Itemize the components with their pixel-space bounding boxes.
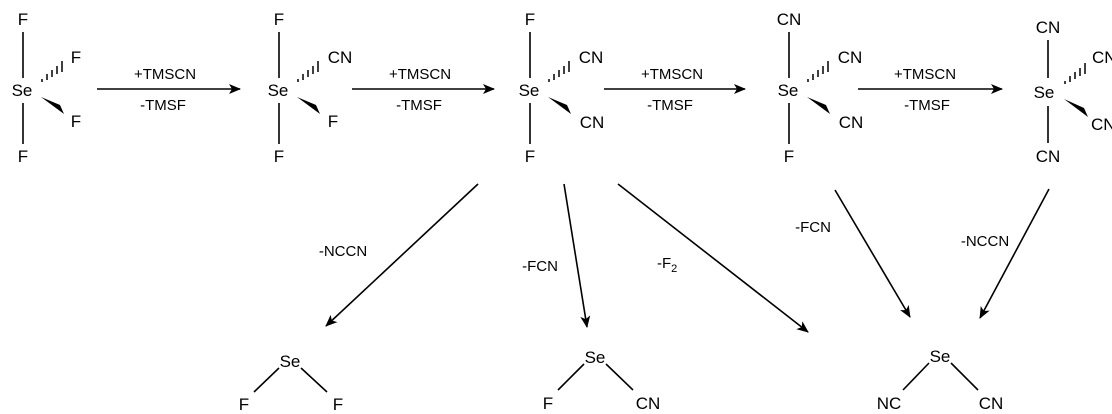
elimination-arrow-fcn-to-sefcn: -FCN [522,183,591,328]
atom-cn-hashed: CN [838,48,863,67]
solid-wedge-bond [548,97,571,114]
elimination-arrow-f2-to-secn2: -F2 [617,183,809,333]
elimination-arrow-nccn-to-sef2: -NCCN [319,183,479,327]
elimination-label: -NCCN [319,243,367,260]
bond [950,362,979,391]
solid-wedge-bond [1064,99,1088,117]
bond [253,367,280,393]
molecule-sefcn3: CN Se F CN CN [777,10,864,166]
hashed-wedge-bond [807,61,829,82]
elimination-label-subscript: 2 [671,263,677,275]
step-byproduct: -TMSF [396,97,442,114]
elimination-label: -F2 [657,255,677,275]
elimination-label: -NCCN [961,233,1009,250]
atom-f-left: F [239,395,249,414]
atom-cn-right: CN [636,394,661,413]
atom-f-wedge: F [71,112,81,131]
atom-se: Se [930,347,951,366]
atom-cn-hashed: CN [328,48,353,67]
hashed-wedge-bond [297,61,319,82]
atom-cn-wedge: CN [839,113,864,132]
atom-cn-hashed: CN [579,48,604,67]
atom-f-left: F [543,394,553,413]
atom-cn-right: CN [979,394,1004,413]
atom-se: Se [1034,83,1055,102]
solid-wedge-bond [297,97,320,114]
step-arrow-1: +TMSCN -TMSF [97,66,241,114]
hashed-wedge-bond [1064,63,1086,84]
atom-se: Se [585,348,606,367]
bond [902,362,930,391]
molecule-sef3cn: F Se F CN F [268,10,353,166]
step-arrow-4: +TMSCN -TMSF [858,66,1003,114]
atom-se: Se [12,81,33,100]
atom-f-hashed: F [71,48,81,67]
elimination-arrow-fcn-to-secn2: -FCN [795,189,911,318]
atom-f-bottom: F [525,147,535,166]
atom-f-bottom: F [274,147,284,166]
step-reagent: +TMSCN [894,66,956,83]
hashed-wedge-bond [41,61,63,82]
atom-cn-top: CN [777,10,802,29]
atom-cn-wedge: CN [580,113,605,132]
product-sef2: Se F F [239,352,343,414]
atom-cn-hashed: CN [1092,48,1112,67]
step-reagent: +TMSCN [389,66,451,83]
bond [557,363,585,391]
molecule-sef2cn2: F Se F CN CN [519,10,605,166]
atom-se: Se [268,81,289,100]
step-arrow-3: +TMSCN -TMSF [604,66,746,114]
bond [605,363,634,391]
atom-f-top: F [18,10,28,29]
step-arrow-2: +TMSCN -TMSF [352,66,495,114]
atom-f-right: F [333,395,343,414]
step-reagent: +TMSCN [641,66,703,83]
elimination-label-main: -F [657,255,671,272]
atom-cn-top: CN [1036,18,1061,37]
solid-wedge-bond [41,97,64,114]
atom-cn-bottom: CN [1036,147,1061,166]
step-byproduct: -TMSF [647,97,693,114]
atom-f-top: F [274,10,284,29]
atom-se: Se [280,352,301,371]
solid-wedge-bond [807,97,830,114]
atom-se: Se [778,81,799,100]
atom-f-wedge: F [328,112,338,131]
molecule-sef4: F Se F F F [12,10,82,166]
step-byproduct: -TMSF [140,97,186,114]
hashed-wedge-bond [548,61,570,82]
atom-f-bottom: F [784,147,794,166]
atom-se: Se [519,81,540,100]
product-secn2: Se NC CN [877,347,1004,413]
atom-nc-left: NC [877,394,902,413]
atom-f-bottom: F [18,147,28,166]
bond [300,367,328,393]
atom-cn-wedge: CN [1091,115,1112,134]
step-byproduct: -TMSF [904,97,950,114]
molecule-secn4: CN Se CN CN CN [1034,18,1112,166]
elimination-arrow-nccn-to-secn2: -NCCN [961,188,1050,319]
product-sefcn: Se F CN [543,348,660,413]
atom-f-top: F [525,10,535,29]
step-reagent: +TMSCN [134,66,196,83]
elimination-label: -FCN [795,219,831,236]
elimination-label: -FCN [522,258,558,275]
